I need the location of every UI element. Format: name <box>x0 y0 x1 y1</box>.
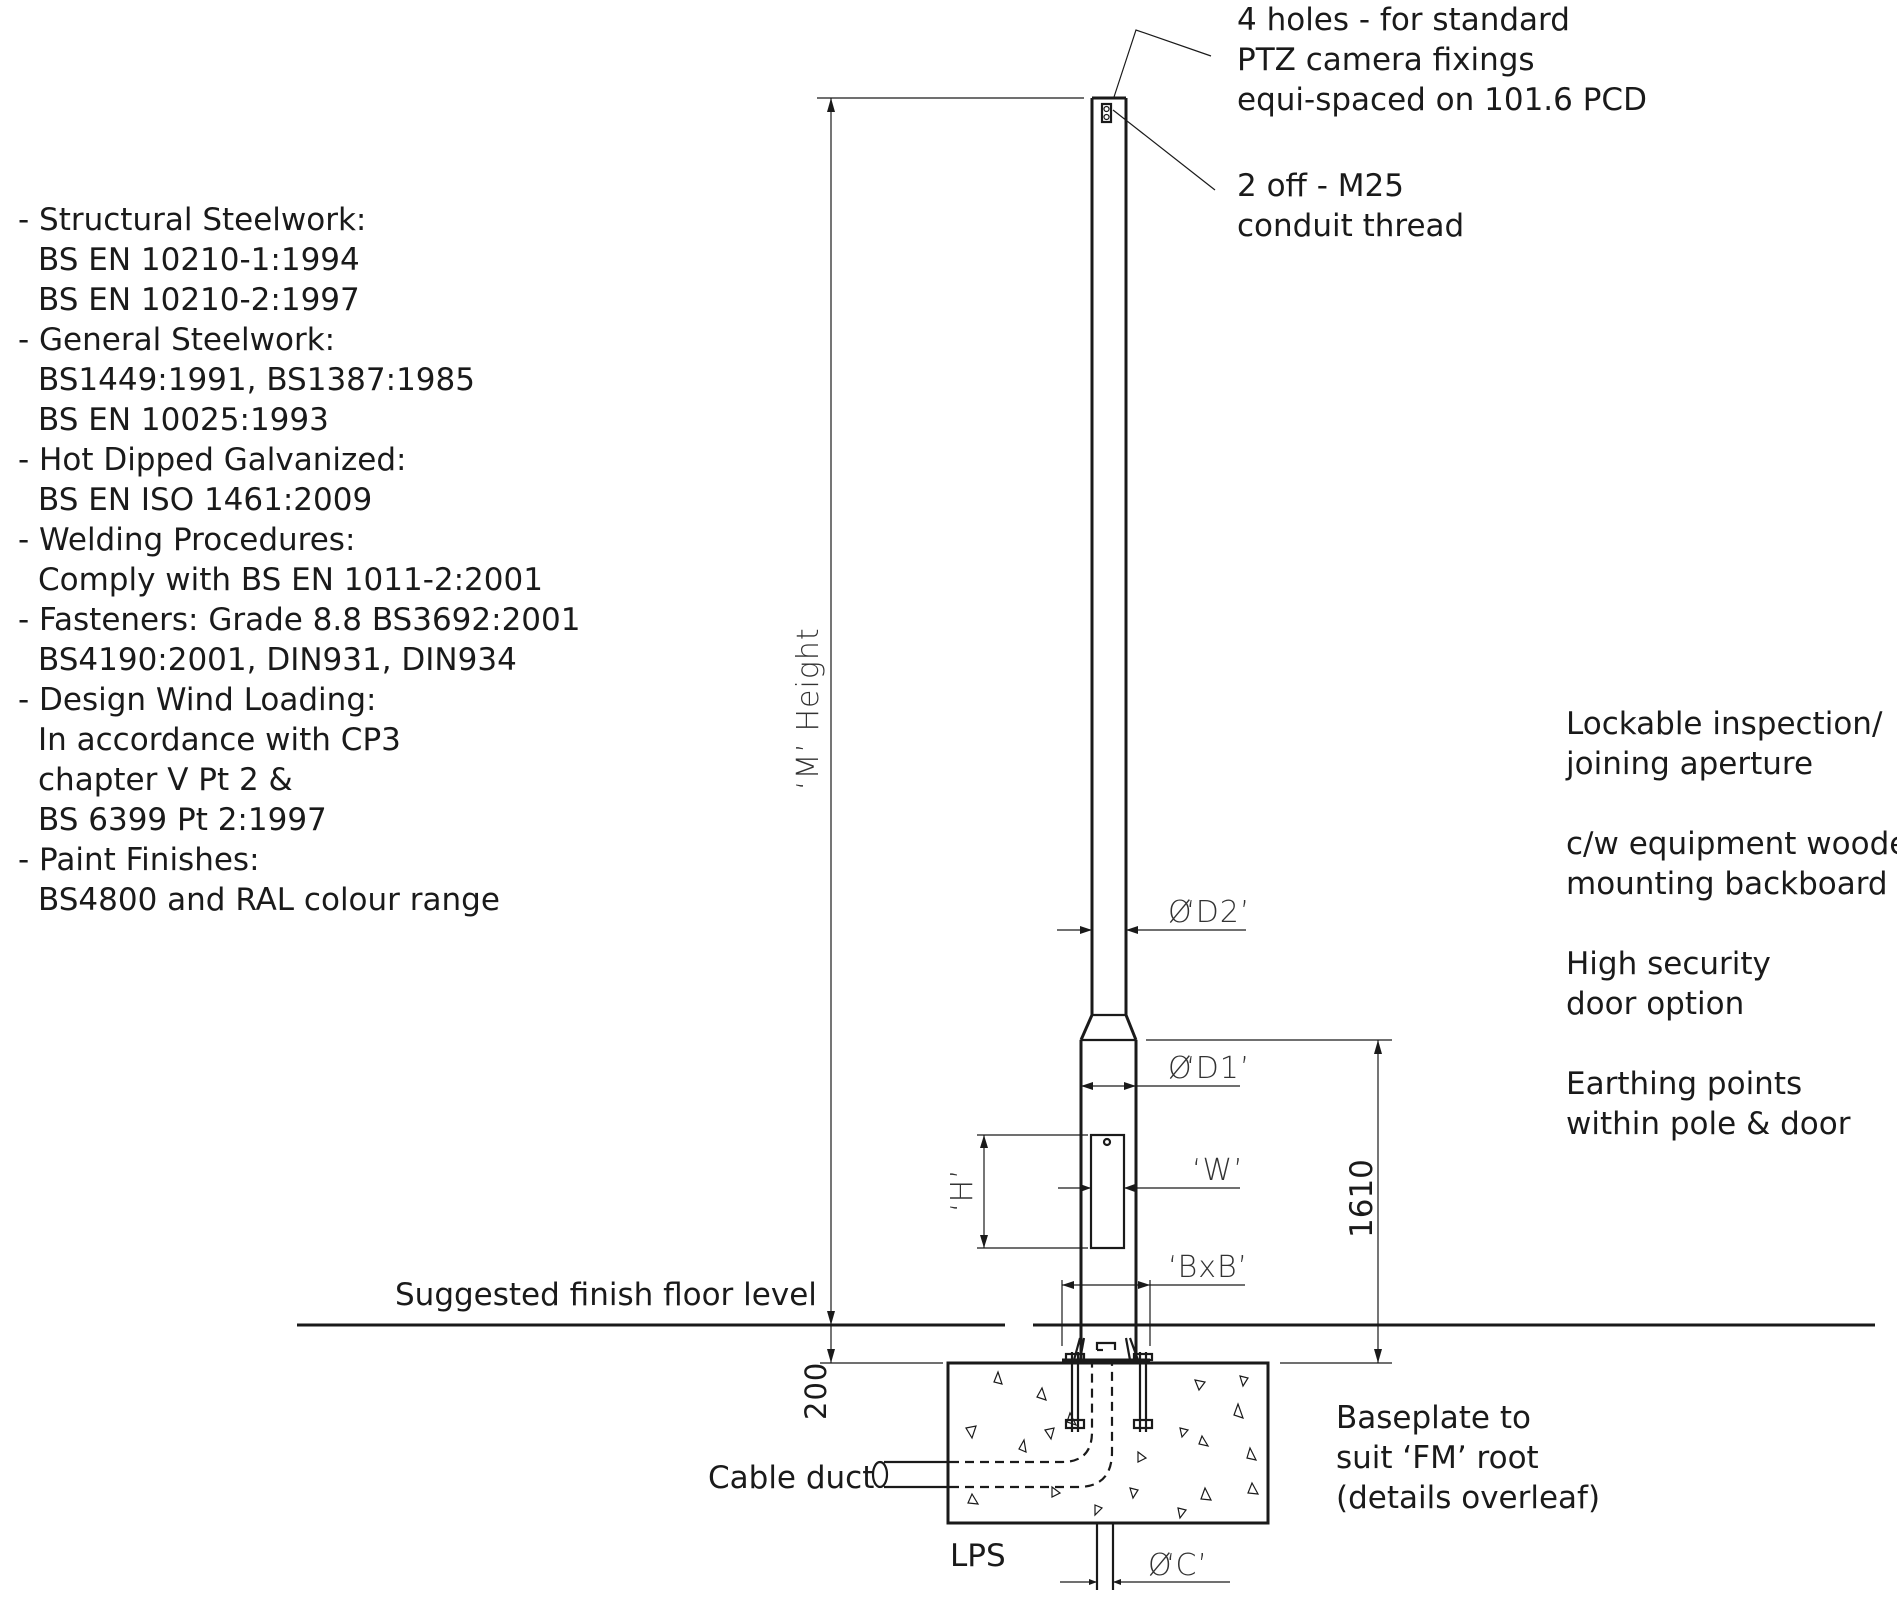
spec-line: BS EN 10025:1993 <box>38 402 329 438</box>
feature-security-door: High security door option <box>1566 946 1781 1022</box>
spec-line: BS EN 10210-2:1997 <box>38 282 360 318</box>
dia-c-label: Ø‘C’ <box>1148 1548 1208 1583</box>
feature-earthing: Earthing points within pole & door <box>1566 1066 1851 1142</box>
holes-leader <box>1113 29 1212 98</box>
spec-line: BS 6399 Pt 2:1997 <box>38 802 327 838</box>
dia-d2-dimension <box>1057 926 1246 934</box>
spec-line: - Design Wind Loading: <box>18 682 376 718</box>
m-height-label: ‘M’ Height <box>791 627 826 790</box>
bxb-label: ‘BxB’ <box>1168 1250 1248 1285</box>
bxb-dimension <box>1061 1280 1245 1346</box>
width-w-label: ‘W’ <box>1192 1153 1244 1188</box>
dim-200 <box>820 1325 943 1364</box>
feature-aperture: Lockable inspection/ joining aperture <box>1565 706 1892 782</box>
holes-callout: 4 holes - for standard PTZ camera fixing… <box>1237 2 1647 118</box>
lps-label: LPS <box>950 1538 1006 1574</box>
spec-line: - Hot Dipped Galvanized: <box>18 442 406 478</box>
spec-line: - Fasteners: Grade 8.8 BS3692:2001 <box>18 602 580 638</box>
dia-d1-label: Ø‘D1’ <box>1168 1051 1250 1086</box>
spec-line: BS4800 and RAL colour range <box>38 882 500 918</box>
pole <box>1079 96 1138 1360</box>
feature-backboard: c/w equipment wooden mounting backboard <box>1566 826 1897 902</box>
m-height-dimension <box>817 97 1084 1325</box>
dia-d2-label: Ø‘D2’ <box>1168 895 1250 930</box>
spec-line: BS EN ISO 1461:2009 <box>38 482 372 518</box>
floor-level-label: Suggested finish floor level <box>395 1277 817 1313</box>
anchor-bolts <box>1064 1352 1154 1432</box>
cable-duct <box>871 1362 1114 1489</box>
conduit-callout: 2 off - M25 conduit thread <box>1237 168 1464 244</box>
foundation-block <box>946 1361 1270 1525</box>
height-h-dimension <box>977 1134 1088 1249</box>
spec-line: - Structural Steelwork: <box>18 202 366 238</box>
spec-line: BS4190:2001, DIN931, DIN934 <box>38 642 517 678</box>
spec-line: In accordance with CP3 <box>38 722 401 758</box>
aggregate-marks <box>965 1370 1260 1520</box>
dim-1610 <box>1146 1039 1392 1364</box>
dim-1610-label: 1610 <box>1344 1159 1380 1238</box>
spec-line: - Paint Finishes: <box>18 842 260 878</box>
spec-notes: - Structural Steelwork: BS EN 10210-1:199… <box>18 202 580 918</box>
spec-line: BS1449:1991, BS1387:1985 <box>38 362 475 398</box>
spec-line: chapter V Pt 2 & <box>38 762 293 798</box>
svg-text:- Structural Steelwork:BS EN 1: - Structural Steelwork: BS EN 10210-1:199… <box>18 202 580 918</box>
width-w-dimension <box>1058 1184 1240 1192</box>
spec-line: - Welding Procedures: <box>18 522 355 558</box>
spec-line: - General Steelwork: <box>18 322 335 358</box>
inspection-door <box>1089 1133 1126 1250</box>
baseplate-note: Baseplate to suit ‘FM’ root (details ove… <box>1336 1400 1600 1516</box>
camera-fixing-holes <box>1100 102 1113 124</box>
spec-line: Comply with BS EN 1011-2:2001 <box>38 562 543 598</box>
dim-200-label: 200 <box>799 1362 833 1420</box>
dia-d1-dimension <box>1081 1082 1240 1090</box>
cable-duct-label: Cable duct <box>708 1460 874 1496</box>
height-h-label: ‘H’ <box>945 1168 980 1212</box>
conduit-leader <box>1112 109 1216 191</box>
cable-exit <box>1060 1523 1230 1590</box>
spec-line: BS EN 10210-1:1994 <box>38 242 360 278</box>
